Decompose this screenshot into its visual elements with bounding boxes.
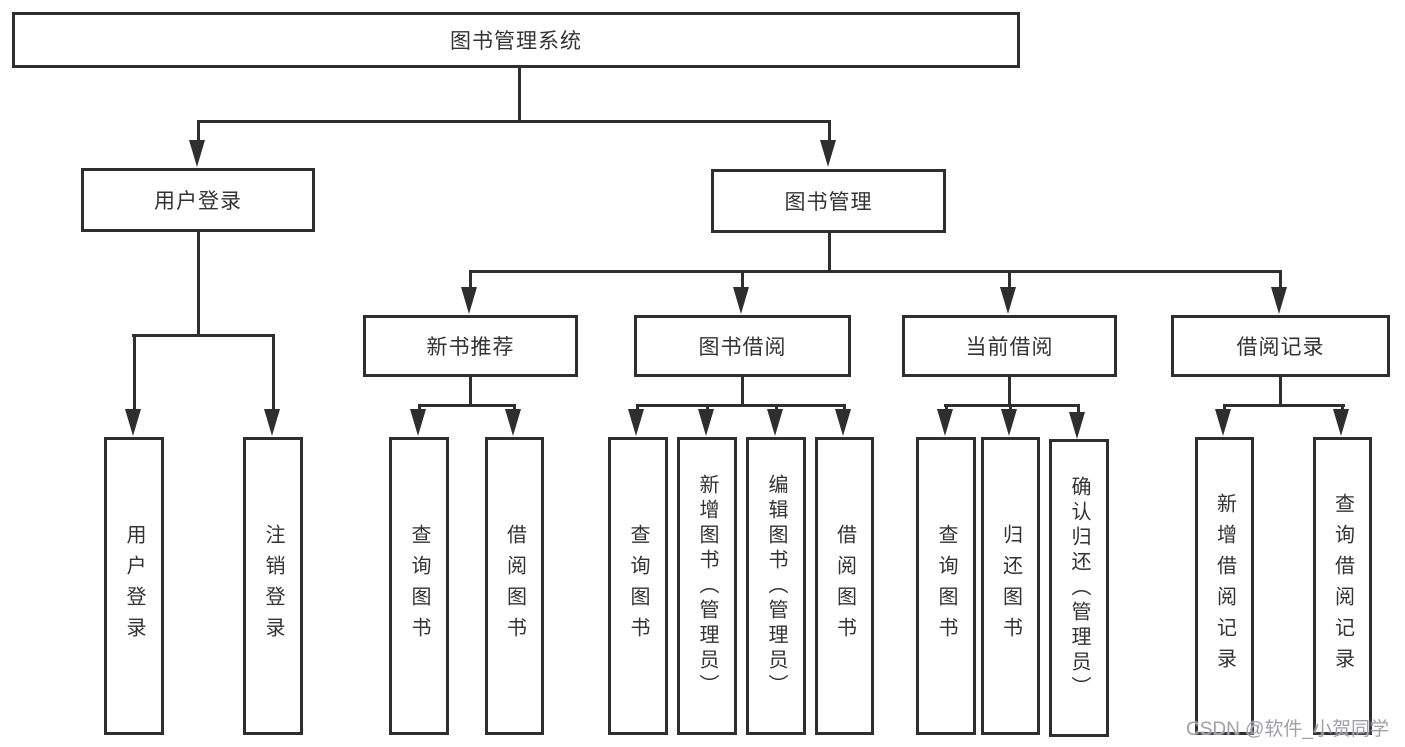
connector-vline <box>741 376 744 405</box>
connector-arrow-stub <box>1223 404 1226 412</box>
node-root-label: 图书管理系统 <box>450 30 582 53</box>
leaf-borrow-books-1: 借阅图书 <box>485 437 544 735</box>
leaf-return-books: 归还图书 <box>981 437 1040 735</box>
node-user-login: 用户登录 <box>81 168 315 232</box>
node-book-borrowing: 图书借阅 <box>634 315 851 377</box>
arrow-down-icon <box>937 409 953 436</box>
leaf-add-books-admin-label: 新增图书（管理员） <box>696 473 718 699</box>
node-user-login-label: 用户登录 <box>154 190 242 213</box>
leaf-confirm-return-admin-label: 确认归还（管理员） <box>1068 475 1090 701</box>
leaf-edit-books-admin-label: 编辑图书（管理员） <box>765 473 787 699</box>
leaf-logout-label: 注销登录 <box>262 524 284 648</box>
arrow-down-icon <box>698 409 714 436</box>
leaf-borrow-books-2: 借阅图书 <box>815 437 874 735</box>
arrow-down-icon <box>1215 409 1231 436</box>
arrow-down-icon <box>835 409 851 436</box>
arrow-down-icon <box>1069 412 1085 439</box>
connector-hline <box>197 120 831 123</box>
connector-hline <box>636 404 846 407</box>
connector-hline <box>132 334 275 337</box>
arrow-down-icon <box>767 409 783 436</box>
connector-arrow-stub <box>513 404 516 412</box>
leaf-borrow-books-2-label: 借阅图书 <box>833 524 856 648</box>
connector-vline <box>828 232 831 273</box>
leaf-add-borrow-record: 新增借阅记录 <box>1195 437 1254 735</box>
leaf-edit-books-admin: 编辑图书（管理员） <box>746 437 806 735</box>
leaf-query-books-1-label: 查询图书 <box>408 524 430 648</box>
connector-arrow-stub <box>133 334 136 412</box>
leaf-query-books-3: 查询图书 <box>916 437 976 735</box>
connector-hline <box>418 404 516 407</box>
arrow-down-icon <box>820 140 836 167</box>
node-root: 图书管理系统 <box>12 12 1020 68</box>
arrow-down-icon <box>1271 287 1287 314</box>
connector-arrow-stub <box>706 404 709 412</box>
arrow-down-icon <box>628 409 644 436</box>
connector-arrow-stub <box>636 404 639 412</box>
arrow-down-icon <box>264 409 280 436</box>
arrow-down-icon <box>461 287 477 314</box>
node-book-management: 图书管理 <box>711 169 946 233</box>
node-current-borrowing: 当前借阅 <box>902 315 1117 377</box>
node-current-borrowing-label: 当前借阅 <box>965 336 1054 359</box>
leaf-query-borrow-record-label: 查询借阅记录 <box>1331 493 1354 679</box>
leaf-return-books-label: 归还图书 <box>999 524 1022 648</box>
leaf-query-books-3-label: 查询图书 <box>935 524 957 648</box>
leaf-borrow-books-1-label: 借阅图书 <box>503 524 526 648</box>
leaf-user-login-label: 用户登录 <box>123 524 145 648</box>
connector-vline <box>518 67 521 123</box>
arrow-down-icon <box>1000 287 1016 314</box>
leaf-confirm-return-admin: 确认归还（管理员） <box>1049 439 1109 737</box>
arrow-down-icon <box>505 409 521 436</box>
leaf-user-login: 用户登录 <box>104 437 164 735</box>
connector-arrow-stub <box>1279 270 1282 290</box>
leaf-query-books-1: 查询图书 <box>389 437 449 735</box>
arrow-down-icon <box>410 409 426 436</box>
arrow-down-icon <box>125 409 141 436</box>
arrow-down-icon <box>189 140 205 167</box>
connector-arrow-stub <box>272 334 275 412</box>
node-borrowing-records-label: 借阅记录 <box>1236 336 1325 359</box>
connector-arrow-stub <box>418 404 421 412</box>
node-new-book-recommend: 新书推荐 <box>363 315 578 377</box>
connector-arrow-stub <box>843 404 846 412</box>
connector-hline <box>944 404 1080 407</box>
connector-arrow-stub <box>741 270 744 290</box>
connector-arrow-stub <box>1077 404 1080 415</box>
arrow-down-icon <box>1333 409 1349 436</box>
leaf-add-books-admin: 新增图书（管理员） <box>677 437 737 735</box>
connector-hline <box>1223 404 1345 407</box>
node-book-borrowing-label: 图书借阅 <box>698 336 787 359</box>
leaf-add-borrow-record-label: 新增借阅记录 <box>1213 493 1236 679</box>
arrow-down-icon <box>1001 409 1017 436</box>
connector-vline <box>469 376 472 405</box>
node-borrowing-records: 借阅记录 <box>1171 315 1390 377</box>
arrow-down-icon <box>733 287 749 314</box>
connector-arrow-stub <box>775 404 778 412</box>
connector-vline <box>197 231 200 337</box>
connector-arrow-stub <box>469 270 472 290</box>
leaf-query-books-2-label: 查询图书 <box>627 524 649 648</box>
connector-arrow-stub <box>945 404 948 412</box>
connector-vline <box>1279 376 1282 405</box>
leaf-logout: 注销登录 <box>243 437 303 735</box>
connector-arrow-stub <box>828 120 831 143</box>
leaf-query-books-2: 查询图书 <box>608 437 668 735</box>
connector-vline <box>1008 376 1011 405</box>
connector-arrow-stub <box>1341 404 1344 412</box>
node-new-book-recommend-label: 新书推荐 <box>426 336 515 359</box>
connector-arrow-stub <box>1009 404 1012 412</box>
node-book-management-label: 图书管理 <box>784 191 873 214</box>
watermark: CSDN @软件_小贺同学 <box>1186 719 1389 740</box>
connector-arrow-stub <box>1008 270 1011 290</box>
connector-arrow-stub <box>197 120 200 143</box>
leaf-query-borrow-record: 查询借阅记录 <box>1313 437 1372 735</box>
connector-hline <box>469 270 1282 273</box>
